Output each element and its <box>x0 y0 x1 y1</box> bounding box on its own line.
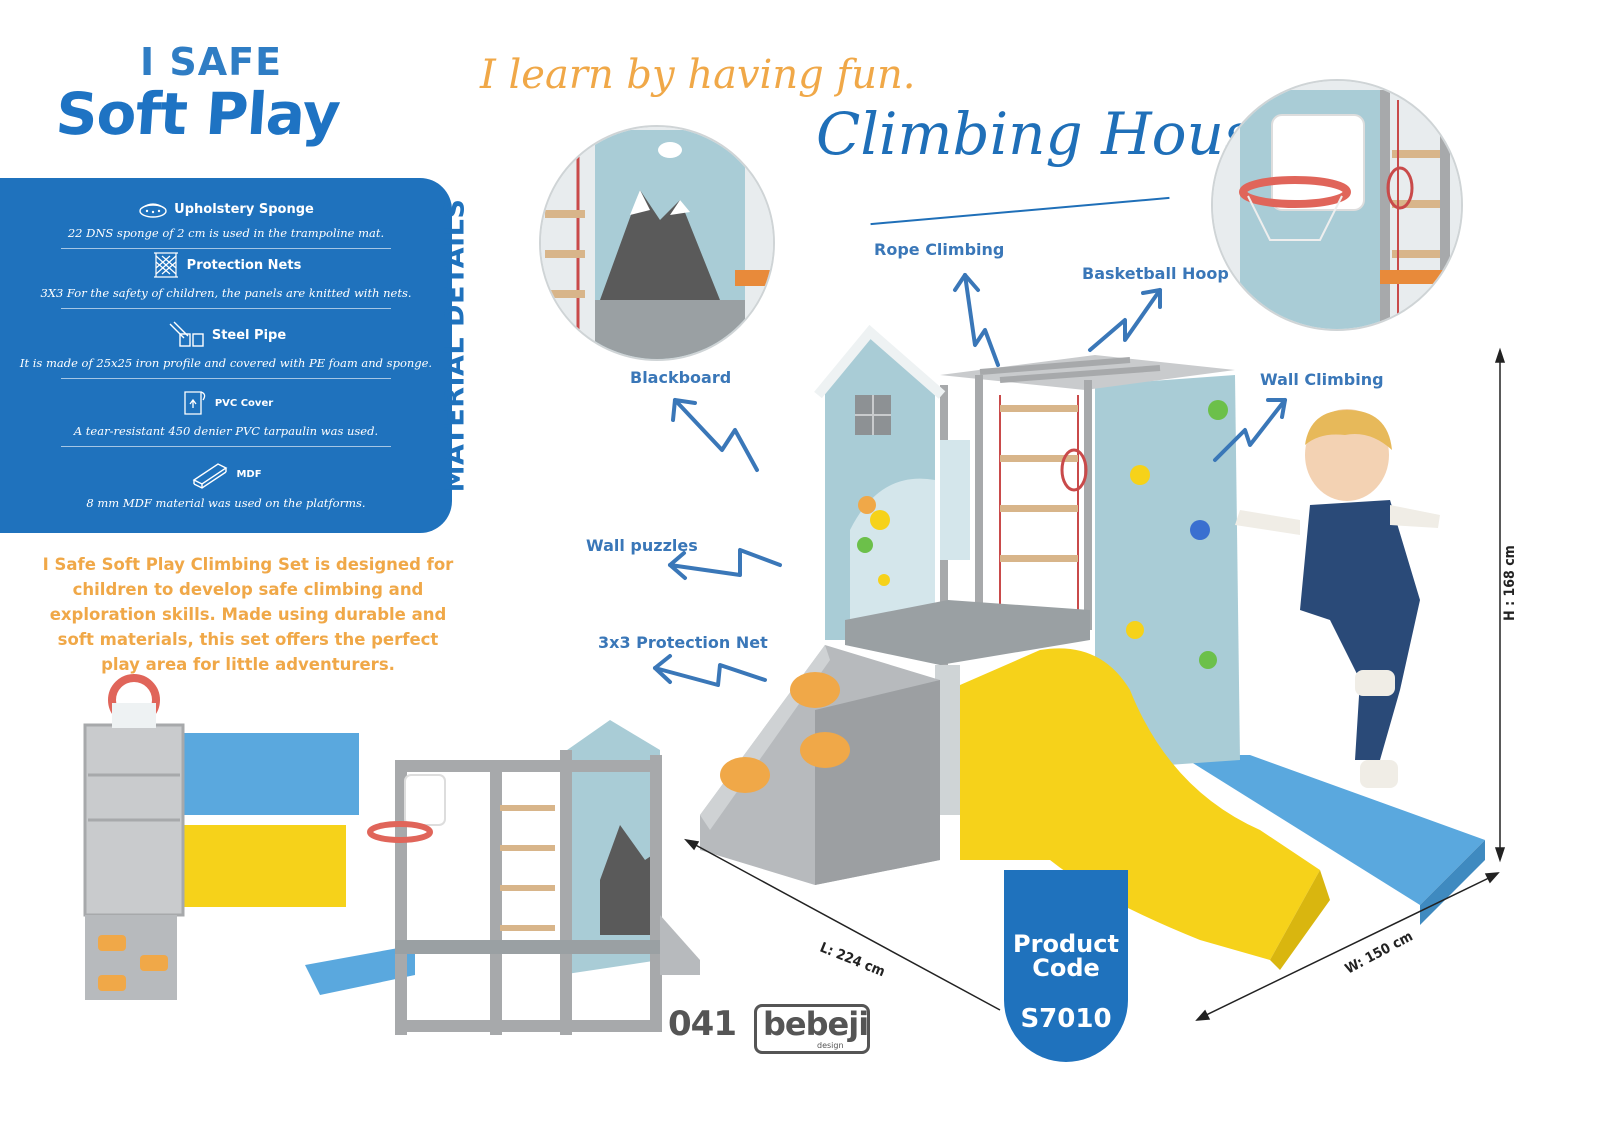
material-title: PVC Cover <box>214 397 274 409</box>
alt-view-illustration <box>305 720 700 1035</box>
callout-blackboard: Blackboard <box>630 368 732 387</box>
pipe-icon <box>169 321 204 347</box>
logo-name: bebeji <box>763 1005 869 1043</box>
callout-protection-net: 3x3 Protection Net <box>598 633 768 652</box>
headline: Climbing House <box>816 100 1289 168</box>
material-desc: A tear-resistant 450 denier PVC tarpauli… <box>73 424 379 438</box>
callout-basketball-hoop: Basketball Hoop <box>1082 264 1229 283</box>
sponge-icon <box>139 203 167 218</box>
pvc-icon <box>184 391 206 415</box>
material-item: Steel Pipe It is made of 25x25 iron prof… <box>0 320 452 379</box>
material-item: MDF 8 mm MDF material was used on the pl… <box>0 458 452 510</box>
callout-wall-climbing: Wall Climbing <box>1260 370 1384 389</box>
material-desc: 22 DNS sponge of 2 cm is used in the tra… <box>67 226 385 240</box>
mdf-icon <box>193 463 228 489</box>
material-item: Upholstery Sponge 22 DNS sponge of 2 cm … <box>0 198 452 249</box>
material-desc: 3X3 For the safety of children, the pane… <box>40 286 412 300</box>
tagline: I learn by having fun. <box>480 52 916 98</box>
detail-circle-basketball <box>1211 79 1463 331</box>
material-title: Protection Nets <box>186 257 302 273</box>
divider <box>61 308 391 309</box>
material-title: Upholstery Sponge <box>174 201 314 217</box>
material-desc: It is made of 25x25 iron profile and cov… <box>19 356 433 370</box>
bebeji-logo: bebeji design <box>754 1004 870 1054</box>
materials-panel: Upholstery Sponge 22 DNS sponge of 2 cm … <box>0 178 452 533</box>
callout-arrows <box>653 273 1287 687</box>
net-icon <box>153 252 178 278</box>
material-item: PVC Cover A tear-resistant 450 denier PV… <box>0 388 452 447</box>
child-figure <box>1235 409 1440 788</box>
dimension-height: H : 168 cm <box>1502 545 1518 621</box>
product-code-badge: Product Code S7010 <box>1004 870 1128 1062</box>
material-item: Protection Nets 3X3 For the safety of ch… <box>0 250 452 309</box>
product-code-label: Product Code <box>1013 930 1119 982</box>
product-description: I Safe Soft Play Climbing Set is designe… <box>42 555 454 674</box>
plan-view-illustration <box>83 674 359 1000</box>
divider <box>61 378 391 379</box>
logo-sub: design <box>815 1041 846 1050</box>
detail-circle-blackboard <box>539 125 775 361</box>
callout-wall-puzzles: Wall puzzles <box>586 536 698 555</box>
divider <box>61 248 391 249</box>
material-desc: 8 mm MDF material was used on the platfo… <box>86 496 366 510</box>
dimension-lines <box>684 347 1506 1021</box>
page-number: 041 <box>668 1004 737 1044</box>
product-code-value: S7010 <box>1020 1004 1112 1034</box>
brand-line-1: I SAFE <box>140 40 283 84</box>
material-title: MDF <box>236 468 262 480</box>
material-title: Steel Pipe <box>211 327 287 343</box>
divider <box>61 446 391 447</box>
main-structure <box>700 324 1485 970</box>
callout-rope-climbing: Rope Climbing <box>874 240 1005 259</box>
